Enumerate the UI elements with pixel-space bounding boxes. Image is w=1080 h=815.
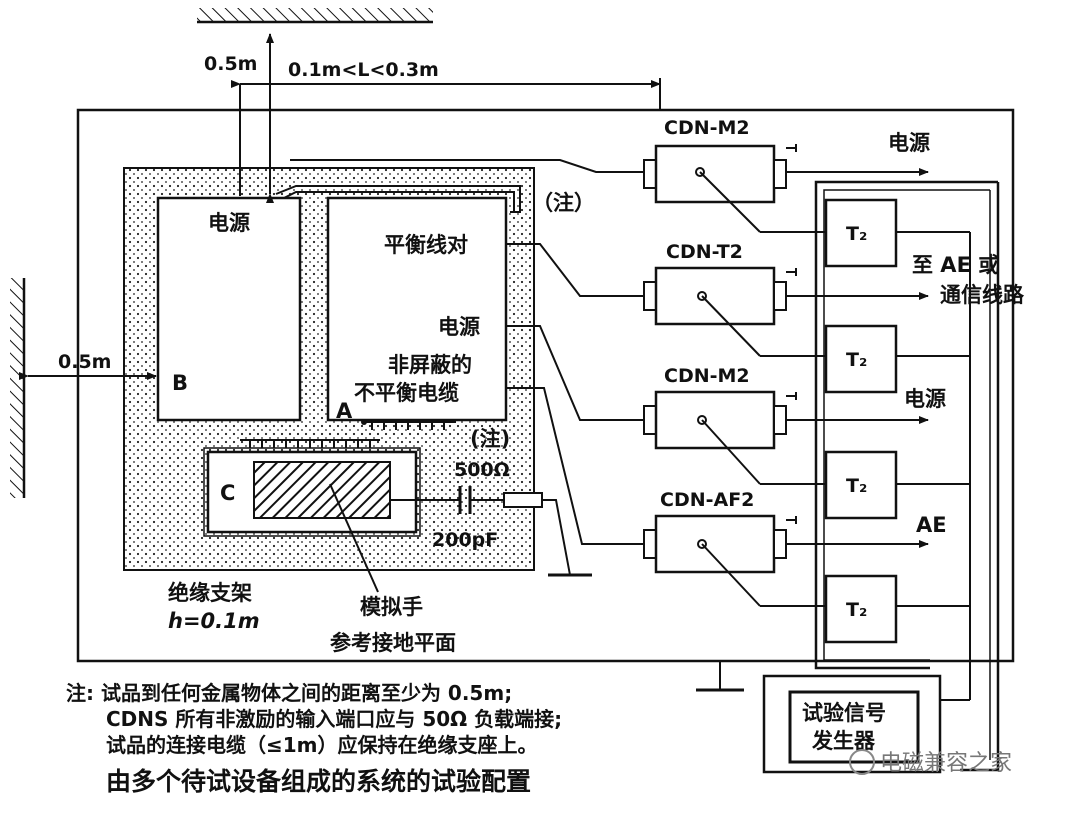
cable-to-cdn3: [506, 325, 652, 421]
cable-to-cdn2: [506, 243, 652, 297]
cdn-unit-2: [643, 266, 797, 326]
box-c-inner: [203, 447, 421, 537]
note-mid-label: (注): [470, 427, 510, 451]
eut2-power-label: 电源: [438, 315, 480, 339]
point-a-marker: [361, 419, 367, 425]
eut-power-box: [156, 196, 302, 422]
eut1-point: B: [172, 371, 188, 395]
t2-label-4: T₂: [846, 599, 867, 621]
t2-box-1: [824, 198, 898, 268]
artificial-hand-hatch: [253, 461, 391, 519]
dist-top-label: 0.5m: [204, 53, 257, 75]
inj-wire-4: [701, 543, 761, 607]
dist-left-label: 0.5m: [58, 351, 111, 373]
resistor: [503, 492, 543, 508]
eut-device-box: [326, 196, 508, 422]
eut2-unshielded-label-1: 非屏蔽的: [388, 353, 472, 377]
cable-to-cdn4: [506, 387, 652, 545]
eut2-unshielded-label-2: 不平衡电缆: [354, 381, 459, 405]
t2-label-2: T₂: [846, 349, 867, 371]
point-a-label: A: [336, 399, 353, 423]
left-wall: [10, 278, 26, 498]
t2-label-1: T₂: [846, 223, 867, 245]
comb-clip: [240, 439, 380, 448]
output-label-3: 电源: [904, 387, 946, 411]
cable-to-cdn1: [290, 159, 652, 173]
box-c-label: C: [220, 481, 235, 505]
cdn-unit-4: [643, 514, 797, 574]
note-line-2: CDNS 所有非激励的输入端口应与 50Ω 负载端接;: [106, 707, 562, 731]
t2-box-3: [824, 450, 898, 520]
ceiling-wall: [197, 8, 433, 24]
cdn1-label: CDN-M2: [664, 117, 750, 139]
cdn-unit-1: [643, 144, 797, 204]
figure-caption: 由多个待试设备组成的系统的试验配置: [106, 767, 531, 796]
cdn3-label: CDN-M2: [664, 365, 750, 387]
cdn-unit-3: [643, 390, 797, 450]
bus-left-inner: [823, 189, 990, 661]
eut2-balanced-label: 平衡线对: [384, 233, 468, 257]
eut1-title: 电源: [208, 211, 250, 235]
bus-outer: [960, 182, 1000, 772]
t2-label-3: T₂: [846, 475, 867, 497]
t2-box-2: [824, 324, 898, 394]
support-label-1: 绝缘支架: [168, 581, 252, 605]
note-top-label: （注）: [532, 191, 595, 215]
rc-ground-wire: [542, 499, 571, 576]
interconnect-cable-inner: [283, 191, 515, 212]
bus-left: [814, 180, 998, 670]
cable-clamp-a: [364, 421, 456, 430]
note-line-3: 试品的连接电缆（≤1m）应保持在绝缘支座上。: [106, 733, 538, 757]
cdn2-label: CDN-T2: [666, 241, 743, 263]
output-label-2a: 至 AE 或: [912, 253, 999, 277]
note-line-1: 注: 试品到任何金属物体之间的距离至少为 0.5m;: [66, 681, 512, 705]
resistor-label: 500Ω: [454, 459, 510, 481]
output-label-4: AE: [916, 513, 947, 537]
t2-box-4: [824, 574, 898, 644]
support-label-2: h=0.1m: [168, 609, 260, 633]
generator-label-1: 试验信号: [802, 701, 886, 725]
wechat-icon: [849, 749, 875, 775]
output-label-2b: 通信线路: [940, 283, 1025, 307]
watermark: 电磁兼容之家: [849, 749, 1012, 776]
hand-pointer: [329, 483, 379, 593]
inj-wire-2: [701, 295, 761, 357]
reference-ground-plane: [76, 108, 1015, 663]
capacitor-label: 200pF: [432, 529, 498, 551]
interconnect-cable: [275, 185, 521, 213]
output-label-1: 电源: [888, 131, 930, 155]
generator-label-2: 发生器: [811, 729, 876, 753]
ground-plane-label: 参考接地平面: [330, 631, 456, 655]
inj-wire-1: [699, 171, 761, 233]
cdn4-label: CDN-AF2: [660, 489, 754, 511]
dist-range-label: 0.1m<L<0.3m: [288, 59, 439, 81]
inj-wire-3: [701, 419, 761, 485]
hand-label: 模拟手: [360, 595, 423, 619]
generator-inner: [788, 690, 920, 764]
watermark-text: 电磁兼容之家: [880, 751, 1012, 776]
